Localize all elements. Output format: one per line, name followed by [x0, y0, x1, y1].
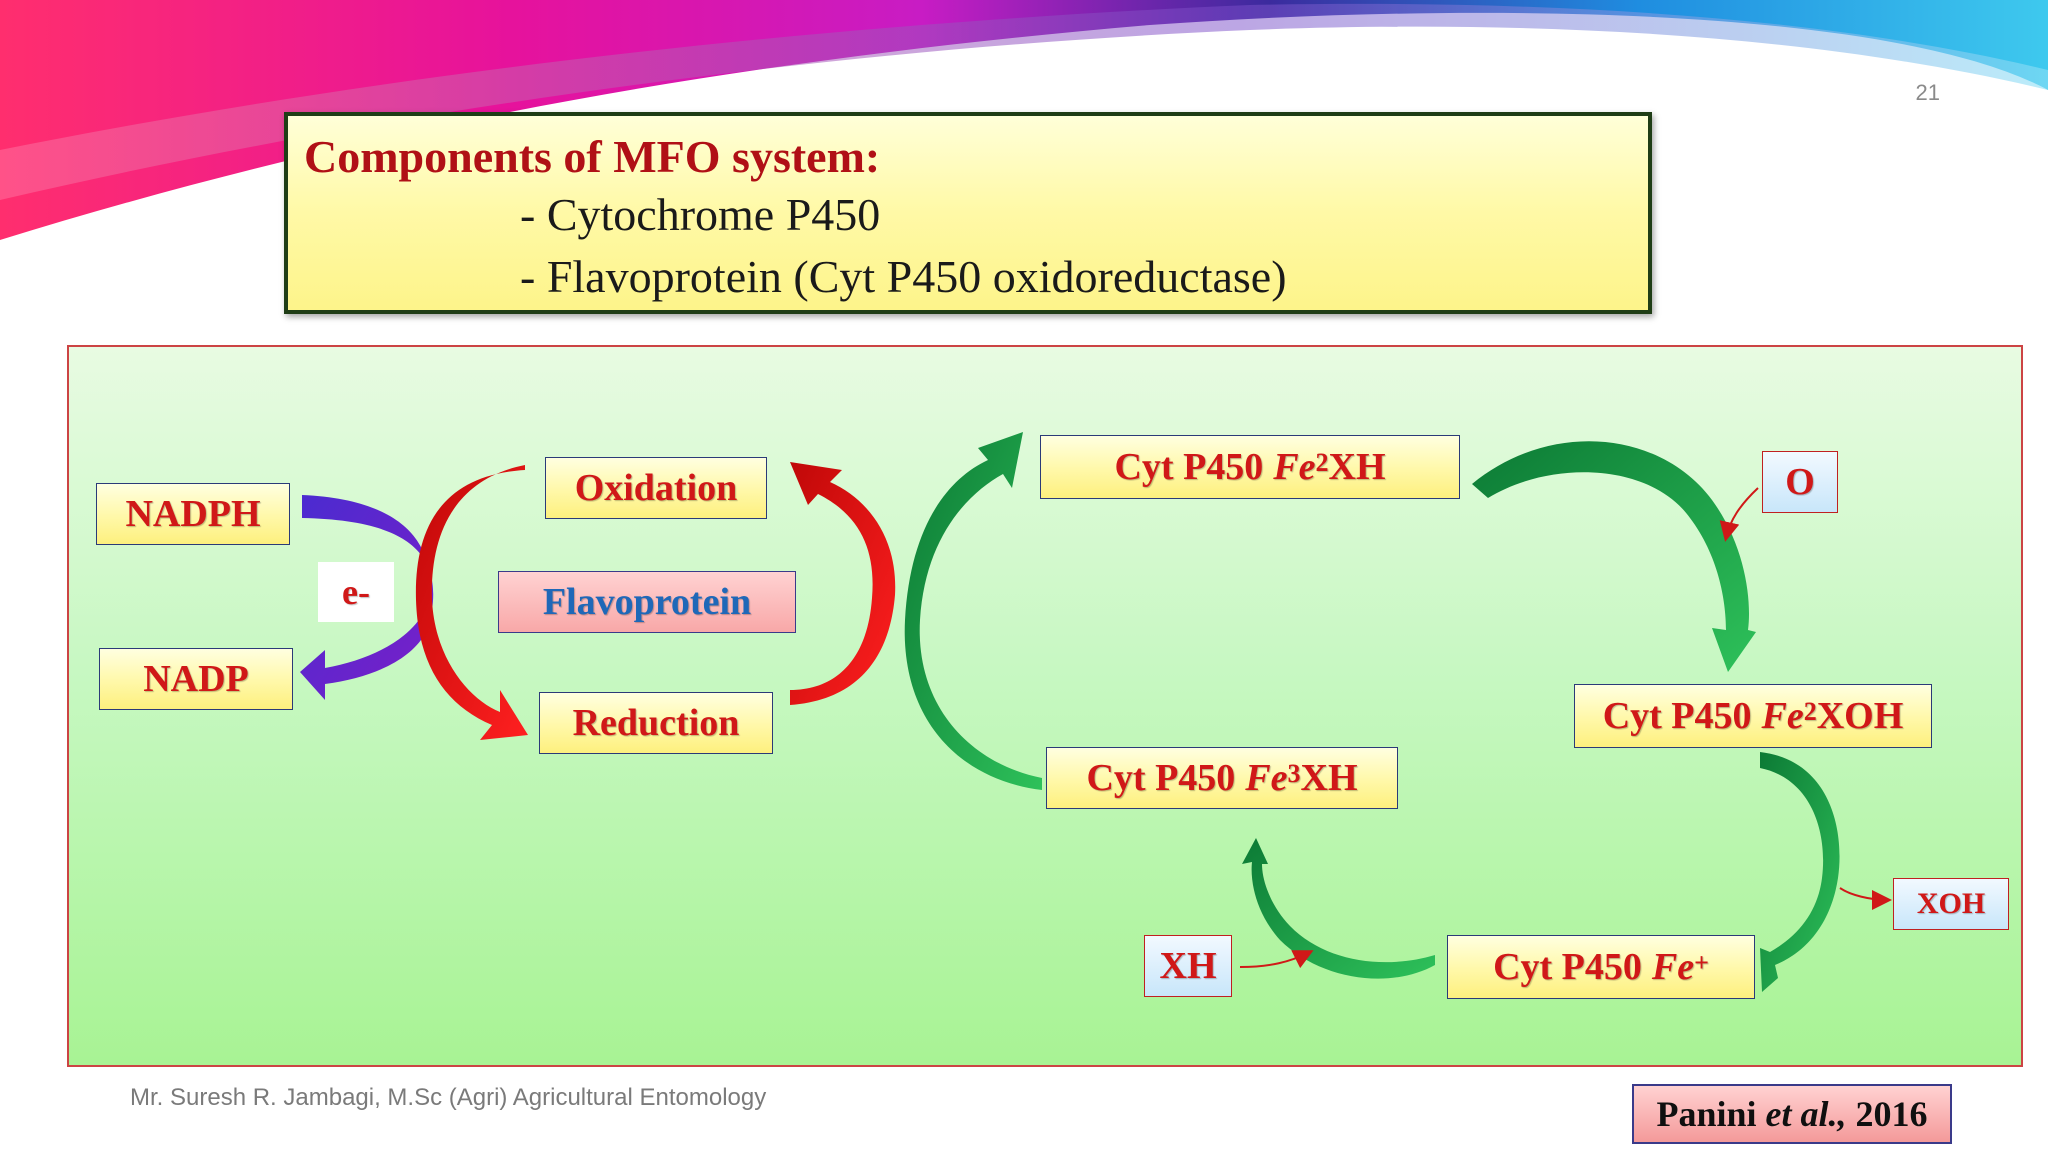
oxygen-box: O [1762, 451, 1838, 513]
fe3xh-fe: Fe [1245, 757, 1288, 799]
feplus-fe: Fe [1651, 946, 1695, 988]
xoh-release-arrow [1839, 887, 1892, 910]
xh-input-arrow [1239, 950, 1314, 969]
oxidation-label: Oxidation [574, 467, 738, 509]
fe2xoh-prefix: Cyt P450 [1602, 695, 1752, 737]
cyt-p450-feplus-box: Cyt P450 Fe+ [1447, 935, 1755, 999]
fe2xh-sup: 2 [1315, 448, 1329, 477]
xh-box: XH [1144, 935, 1232, 997]
title-item-flavoprotein: - Flavoprotein (Cyt P450 oxidoreductase) [520, 251, 1287, 302]
reduction-label: Reduction [572, 702, 740, 744]
nadph-label: NADPH [125, 493, 261, 535]
xh-label: XH [1159, 945, 1217, 987]
feplus-prefix: Cyt P450 [1493, 946, 1642, 988]
nadph-box: NADPH [96, 483, 290, 545]
decorative-banner [0, 0, 2048, 240]
reduction-to-oxidation-arrow [790, 462, 896, 705]
fe2xoh-suffix: XOH [1816, 695, 1904, 737]
fe3xh-to-fe2xh-arrow [904, 432, 1042, 790]
xoh-label: XOH [1916, 887, 1986, 920]
slide-number: 21 [1915, 80, 1940, 105]
oxygen-input-arrow [1719, 487, 1759, 542]
fe2xoh-to-feplus-arrow [1760, 752, 1840, 992]
citation-year: 2016 [1855, 1094, 1928, 1134]
oxygen-label: O [1785, 461, 1815, 503]
nadp-box: NADP [99, 648, 293, 710]
title-box: Components of MFO system: - Cytochrome P… [284, 112, 1652, 314]
citation-box: Panini et al., 2016 [1632, 1084, 1952, 1144]
feplus-to-fe3xh-arrow [1242, 838, 1435, 979]
fe3xh-suffix: XH [1300, 757, 1358, 799]
flavoprotein-box: Flavoprotein [498, 571, 796, 633]
fe3xh-sup: 3 [1287, 759, 1301, 788]
citation-author: Panini [1656, 1094, 1757, 1134]
nadp-label: NADP [143, 658, 249, 700]
fe2xh-prefix: Cyt P450 [1114, 446, 1264, 488]
electron-label-box: e- [318, 562, 394, 622]
feplus-sup: + [1694, 948, 1709, 977]
fe2xoh-sup: 2 [1803, 697, 1817, 726]
electron-label: e- [342, 572, 370, 612]
electron-transfer-arrow [300, 495, 434, 700]
fe2xh-to-fe2xoh-arrow [1472, 441, 1756, 672]
fe2xh-suffix: XH [1328, 446, 1386, 488]
oxidation-to-reduction-arrow [415, 465, 528, 740]
title-heading: Components of MFO system: [304, 131, 881, 182]
flavoprotein-label: Flavoprotein [542, 581, 752, 623]
citation-etal: et al., [1765, 1094, 1847, 1134]
fe2xoh-fe: Fe [1761, 695, 1804, 737]
footer-author: Mr. Suresh R. Jambagi, M.Sc (Agri) Agric… [130, 1084, 767, 1111]
fe2xh-fe: Fe [1273, 446, 1316, 488]
reduction-box: Reduction [539, 692, 773, 754]
xoh-box: XOH [1893, 878, 2009, 930]
title-item-cytochrome: - Cytochrome P450 [520, 189, 881, 240]
fe3xh-prefix: Cyt P450 [1086, 757, 1236, 799]
oxidation-box: Oxidation [545, 457, 767, 519]
